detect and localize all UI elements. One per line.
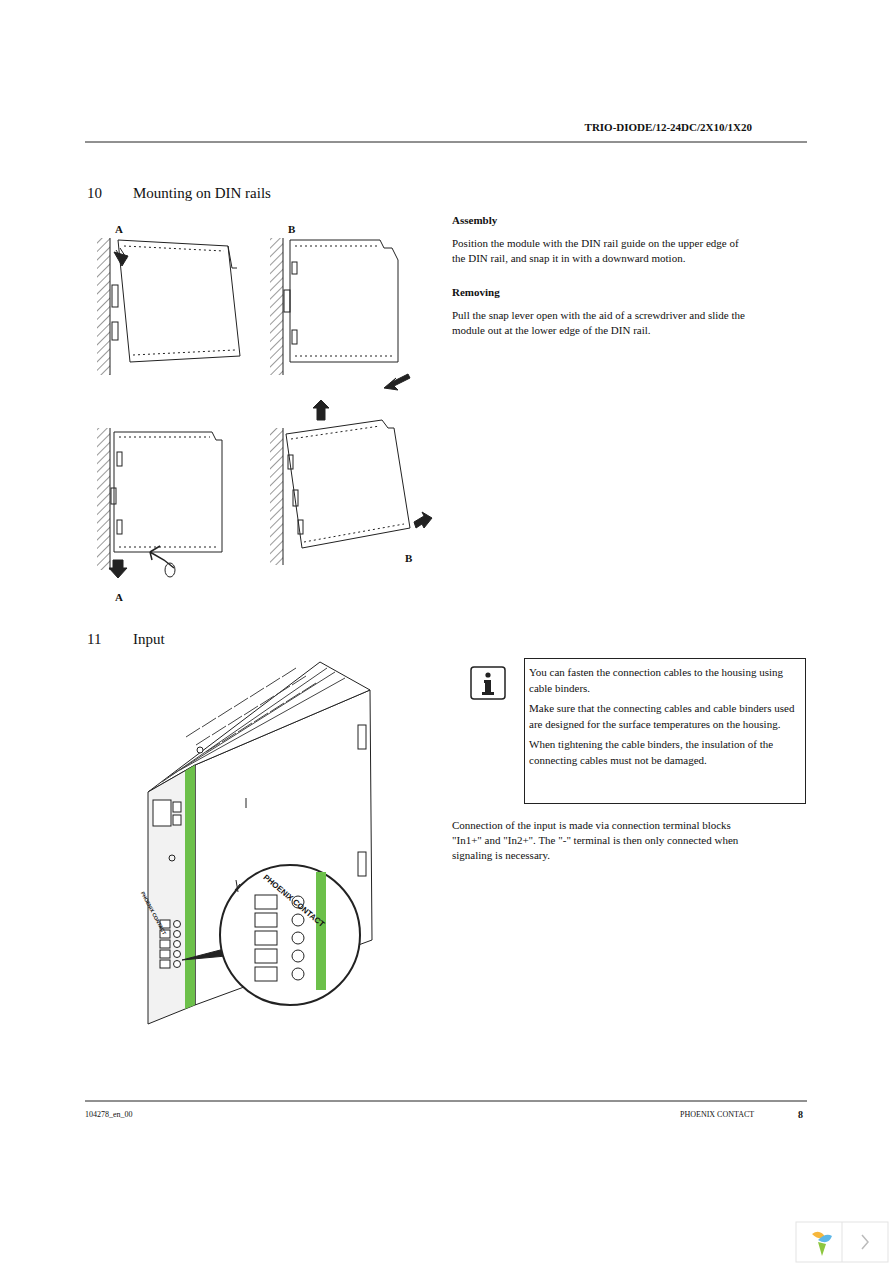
figure-letter: A xyxy=(115,222,123,237)
din-mount-figure xyxy=(270,238,410,390)
body-text: Connection of the input is made via conn… xyxy=(452,818,752,863)
paragraph-heading: Removing xyxy=(452,285,500,300)
body-text: Position the module with the DIN rail gu… xyxy=(452,236,752,266)
figure-letter: A xyxy=(115,590,123,605)
din-remove-figure xyxy=(270,400,432,565)
body-text: Pull the snap lever open with the aid of… xyxy=(452,308,752,338)
viewer-badge xyxy=(796,1222,888,1262)
section-number: 10 xyxy=(87,184,102,203)
din-remove-figure xyxy=(97,428,222,578)
section-heading: Input xyxy=(133,630,165,649)
din-mount-figure xyxy=(97,238,240,375)
figure-letter: B xyxy=(405,551,412,566)
footer-code: 104278_en_00 xyxy=(85,1109,133,1121)
page-number: 8 xyxy=(798,1108,803,1122)
header-rule xyxy=(85,142,807,143)
note-box: You can fasten the connection cables to … xyxy=(524,658,806,804)
power-module-illustration xyxy=(148,662,372,1024)
footer-rule xyxy=(85,1101,807,1102)
note-text: Make sure that the connecting cables and… xyxy=(529,700,799,732)
paragraph-heading: Assembly xyxy=(452,213,497,228)
section-heading: Mounting on DIN rails xyxy=(133,184,271,203)
note-text: You can fasten the connection cables to … xyxy=(529,664,799,696)
info-icon xyxy=(471,667,505,699)
document-id: TRIO-DIODE/12-24DC/2X10/1X20 xyxy=(452,120,752,135)
section-number: 11 xyxy=(87,630,101,649)
figure-letter: B xyxy=(288,222,295,237)
note-text: When tightening the cable binders, the i… xyxy=(529,736,799,768)
footer-brand: PHOENIX CONTACT xyxy=(680,1109,754,1121)
